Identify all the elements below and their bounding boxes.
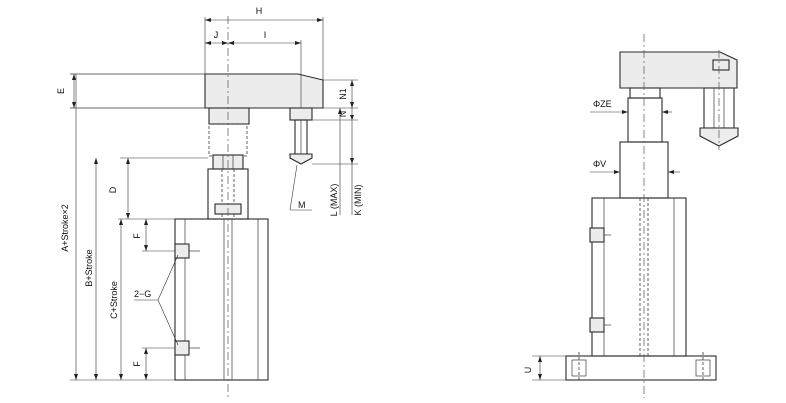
port-upper — [174, 243, 190, 259]
cylinder-body — [174, 218, 269, 381]
clamp-arm — [204, 73, 324, 109]
label-E: E — [56, 88, 66, 94]
label-K-min: K (MIN) — [353, 185, 363, 216]
front-rod-ZE — [627, 97, 663, 143]
front-dimensions — [532, 110, 680, 381]
label-F-top: F — [132, 233, 142, 239]
front-view — [565, 34, 739, 398]
label-N: N — [338, 111, 348, 118]
front-port-upper — [589, 227, 605, 243]
label-2-G: 2−G — [134, 289, 151, 299]
front-neck — [629, 87, 661, 99]
front-cylinder-body — [591, 197, 687, 357]
front-stopper-nut — [712, 59, 730, 71]
front-arm — [619, 51, 738, 89]
arm-holder — [208, 107, 250, 125]
label-I: I — [264, 30, 267, 40]
label-U: U — [523, 367, 533, 374]
front-base-flange — [565, 355, 717, 381]
label-C-stroke: C+Stroke — [109, 281, 119, 319]
label-H: H — [256, 6, 263, 16]
label-V: ΦV — [593, 159, 606, 169]
label-F-bottom: F — [132, 361, 142, 367]
stopper-tip — [289, 153, 313, 165]
side-labels: H J I E N1 N D M L (MAX) K (MIN) F F 2−G… — [56, 6, 363, 367]
label-ZE: ΦZE — [593, 99, 612, 109]
front-labels: ΦZE ΦV U — [523, 99, 612, 373]
label-L-max: L (MAX) — [329, 184, 339, 217]
side-dimensions — [70, 17, 358, 381]
side-view — [70, 16, 324, 398]
label-A-stroke: A+Stroke×2 — [60, 204, 70, 252]
label-M: M — [298, 200, 306, 210]
label-J: J — [214, 30, 219, 40]
label-N1: N1 — [338, 88, 348, 100]
stopper-nut — [289, 107, 313, 121]
label-D: D — [108, 186, 118, 193]
front-port-lower — [589, 317, 605, 333]
label-B-stroke: B+Stroke — [84, 249, 94, 286]
